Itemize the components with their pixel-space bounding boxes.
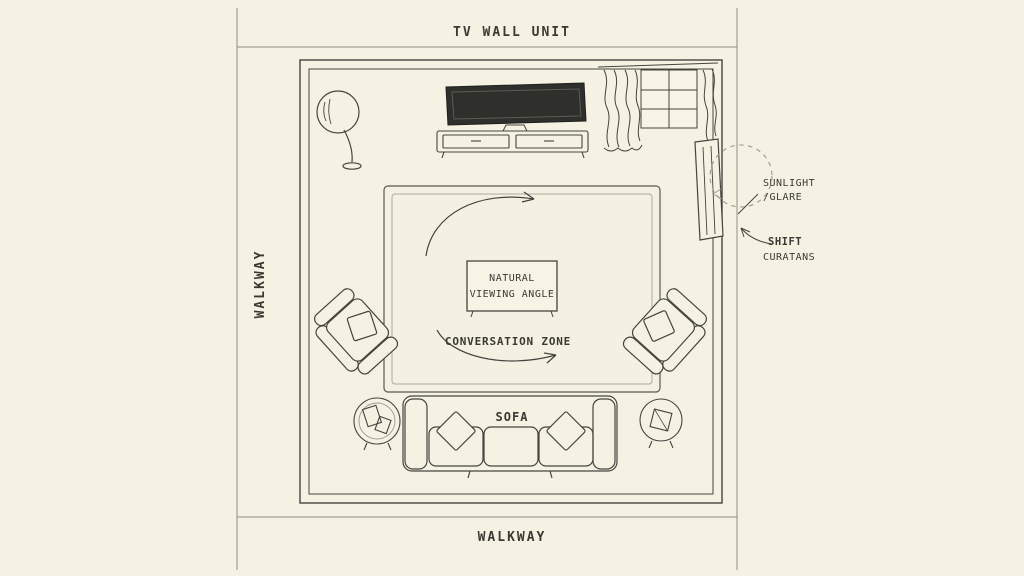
lamp-stem [343, 129, 353, 163]
sofa-foot [549, 470, 553, 479]
console-foot [581, 151, 585, 159]
sofa-cushion [483, 426, 539, 467]
curtain-left [603, 69, 643, 152]
label-tv-wall-unit: TV WALL UNIT [453, 25, 571, 40]
label-natural-viewing-line2: VIEWING ANGLE [470, 289, 555, 300]
coffee-table-leg [470, 310, 474, 318]
window [597, 62, 719, 129]
sofa-pillow-left [436, 411, 476, 451]
sofa-body [402, 395, 618, 472]
conversation-flow-arrow-bottom [436, 329, 557, 364]
label-walkway-left: WALKWAY [253, 250, 268, 319]
lamp-base [342, 162, 362, 170]
label-sofa: SOFA [496, 410, 529, 424]
label-sunlight-line1: SUNLIGHT [763, 178, 815, 189]
coffee-table-leg [550, 310, 554, 318]
sofa: SOFA [402, 395, 618, 479]
sofa-arm-left [404, 398, 428, 470]
table-foot [669, 440, 674, 449]
coffee-table: NATURAL VIEWING ANGLE [466, 260, 558, 318]
room-wall-outer [299, 59, 723, 504]
room-wall-inner [308, 68, 714, 495]
side-table-right [639, 398, 683, 449]
table-foot [648, 440, 653, 449]
console-drawer-left [442, 134, 510, 149]
side-table-left [353, 397, 401, 451]
armchair-arm [357, 336, 399, 375]
console-foot [441, 151, 445, 159]
coffee-table-top [466, 260, 558, 312]
armchair-arm [313, 288, 355, 327]
sunlight-pointer-line [737, 193, 759, 215]
label-natural-viewing-line1: NATURAL [489, 273, 535, 284]
lamp-shade [316, 90, 360, 134]
sofa-foot [467, 470, 471, 479]
table-foot [387, 442, 392, 451]
armchair-pillow [643, 310, 675, 342]
curtain-right [702, 68, 717, 142]
label-sunlight-line2: /GLARE [763, 192, 802, 203]
label-shift-line1: SHIFT [768, 236, 802, 248]
armchair-arm [666, 288, 708, 327]
sofa-pillow-right [546, 411, 586, 451]
walkway-boundary-lines [236, 8, 738, 570]
shift-curtains-arrow [740, 227, 773, 245]
armchair-pillow [346, 310, 378, 342]
sofa-arm-right [592, 398, 616, 470]
curtain-rod [597, 62, 719, 68]
floor-lamp [316, 90, 362, 170]
tv-screen [445, 82, 587, 126]
media-console [436, 130, 589, 159]
tv-screen-inner [451, 88, 582, 120]
label-conversation-zone: CONVERSATION ZONE [445, 335, 571, 348]
table-foot [363, 442, 368, 451]
sunlight-dashed-circle [709, 144, 773, 208]
label-shift-line2: CURATANS [763, 252, 815, 263]
armchair-arm [622, 336, 664, 375]
table-decor [361, 404, 383, 428]
table-decor [374, 415, 392, 435]
label-walkway-bottom: WALKWAY [478, 530, 547, 545]
side-table-top [353, 397, 401, 445]
room-walls [299, 59, 723, 504]
sunlight-swing-indicator [709, 144, 773, 208]
console-body [436, 130, 589, 153]
armchair-right [622, 288, 708, 375]
rug-inner-border [391, 193, 653, 385]
conversation-flow-arrow-top [425, 191, 535, 257]
table-decor [649, 408, 673, 432]
curtain-panel [694, 138, 724, 241]
console-drawer-right [515, 134, 583, 149]
armchair-left [313, 288, 399, 375]
